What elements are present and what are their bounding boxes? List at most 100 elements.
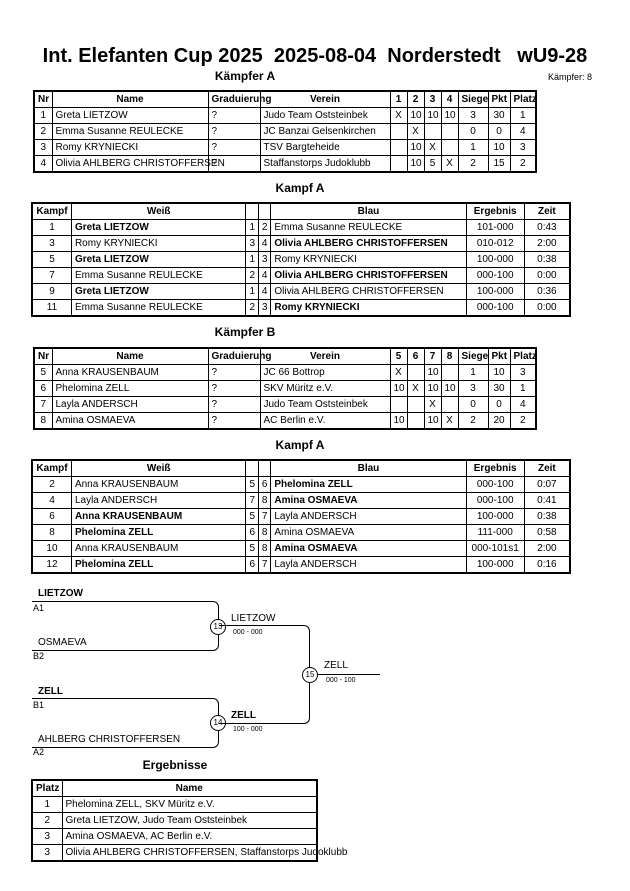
table-cell: ? bbox=[207, 123, 261, 140]
column-header: Zeit bbox=[523, 459, 571, 477]
table-cell bbox=[440, 396, 459, 413]
column-header: Graduierung bbox=[207, 90, 272, 108]
table-cell bbox=[440, 364, 459, 381]
column-header: 2 bbox=[406, 90, 425, 108]
table-cell: Phelomina ZELL bbox=[51, 380, 209, 397]
final-score: 000 - 100 bbox=[326, 677, 356, 684]
fight-b-cell: 3 bbox=[257, 299, 272, 317]
table-cell: 3 bbox=[457, 107, 489, 124]
fight-nr-cell: 10 bbox=[31, 540, 72, 557]
fight-result-cell: 111-000 bbox=[465, 524, 525, 541]
table-cell bbox=[389, 123, 408, 140]
table-cell: X bbox=[423, 139, 442, 156]
sf1-winner-name: LIETZOW bbox=[231, 613, 276, 624]
table-cell: X bbox=[440, 155, 459, 173]
table-cell: TSV Bargteheide bbox=[259, 139, 391, 156]
table-cell: ? bbox=[207, 364, 261, 381]
table-cell: 5 bbox=[423, 155, 442, 173]
fight-white-cell: Anna KRAUSENBAUM bbox=[70, 508, 247, 525]
table-cell bbox=[389, 139, 408, 156]
fight-time-cell: 2:00 bbox=[523, 235, 571, 252]
column-header: Blau bbox=[270, 459, 467, 477]
place-cell: 2 bbox=[31, 812, 63, 829]
fight-blue-cell: Phelomina ZELL bbox=[270, 476, 467, 493]
table-cell: 2 bbox=[509, 412, 537, 430]
fight-time-cell: 0:36 bbox=[523, 283, 571, 300]
fight-nr-cell: 12 bbox=[31, 556, 72, 574]
table-cell: 20 bbox=[487, 412, 511, 430]
table-cell: 6 bbox=[33, 380, 53, 397]
table-cell: 0 bbox=[457, 123, 489, 140]
column-header: 8 bbox=[440, 347, 459, 365]
column-header: 3 bbox=[423, 90, 442, 108]
fight-white-cell: Romy KRYNIECKI bbox=[70, 235, 247, 252]
table-cell bbox=[440, 139, 459, 156]
table-cell: 10 bbox=[487, 139, 511, 156]
fight-nr-cell: 5 bbox=[31, 251, 72, 268]
table-cell: ? bbox=[207, 380, 261, 397]
fight-white-cell: Greta LIETZOW bbox=[70, 251, 247, 268]
name-cell: Amina OSMAEVA, AC Berlin e.V. bbox=[61, 828, 318, 845]
table-cell: 2 bbox=[457, 412, 489, 430]
table-cell bbox=[406, 364, 425, 381]
fight-b-cell: 8 bbox=[257, 524, 272, 541]
column-header bbox=[245, 459, 259, 477]
fight-blue-cell: Olivia AHLBERG CHRISTOFFERSEN bbox=[270, 267, 467, 284]
table-cell: 10 bbox=[389, 412, 408, 430]
column-header: Platz bbox=[509, 347, 537, 365]
fight-nr-cell: 9 bbox=[31, 283, 72, 300]
table-cell: 4 bbox=[509, 396, 537, 413]
column-header: Siege bbox=[457, 90, 489, 108]
table-cell: 4 bbox=[33, 155, 53, 173]
name-cell: Olivia AHLBERG CHRISTOFFERSEN, Staffanst… bbox=[61, 844, 347, 862]
column-header: 4 bbox=[440, 90, 459, 108]
table-cell: 0 bbox=[487, 396, 511, 413]
table-cell: Amina OSMAEVA bbox=[51, 412, 209, 430]
fight-time-cell: 0:07 bbox=[523, 476, 571, 493]
sf2-top-name: ZELL bbox=[38, 686, 63, 697]
table-cell bbox=[406, 396, 425, 413]
table-cell: 4 bbox=[509, 123, 537, 140]
table-cell bbox=[440, 123, 459, 140]
column-header: Name bbox=[61, 779, 318, 797]
pool-b-heading: Kämpfer B bbox=[214, 325, 276, 339]
table-cell: 1 bbox=[509, 380, 537, 397]
fight-w-cell: 3 bbox=[245, 235, 259, 252]
column-header: Blau bbox=[270, 202, 467, 220]
column-header: Nr bbox=[33, 347, 53, 365]
fight-result-cell: 100-000 bbox=[465, 251, 525, 268]
table-cell: Olivia AHLBERG CHRISTOFFERSEN bbox=[51, 155, 225, 173]
sf2-bottom-seed: A2 bbox=[33, 747, 45, 757]
column-header: Kampf bbox=[31, 459, 72, 477]
sf1-bottom-seed: B2 bbox=[33, 651, 45, 661]
fight-result-cell: 000-100 bbox=[465, 299, 525, 317]
fight-blue-cell: Amina OSMAEVA bbox=[270, 540, 467, 557]
fight-nr-cell: 6 bbox=[31, 508, 72, 525]
table-cell: 2 bbox=[457, 155, 489, 173]
fight-w-cell: 1 bbox=[245, 251, 259, 268]
final-bracket-line bbox=[219, 625, 310, 724]
fight-time-cell: 0:16 bbox=[523, 556, 571, 574]
table-cell: X bbox=[423, 396, 442, 413]
table-cell: ? bbox=[207, 139, 261, 156]
table-cell: 2 bbox=[33, 123, 53, 140]
final-winner-line bbox=[317, 674, 380, 675]
column-header: Ergebnis bbox=[465, 202, 525, 220]
fight-blue-cell: Romy KRYNIECKI bbox=[270, 251, 467, 268]
table-cell: Emma Susanne REULECKE bbox=[51, 123, 209, 140]
fight-b-cell: 4 bbox=[257, 235, 272, 252]
